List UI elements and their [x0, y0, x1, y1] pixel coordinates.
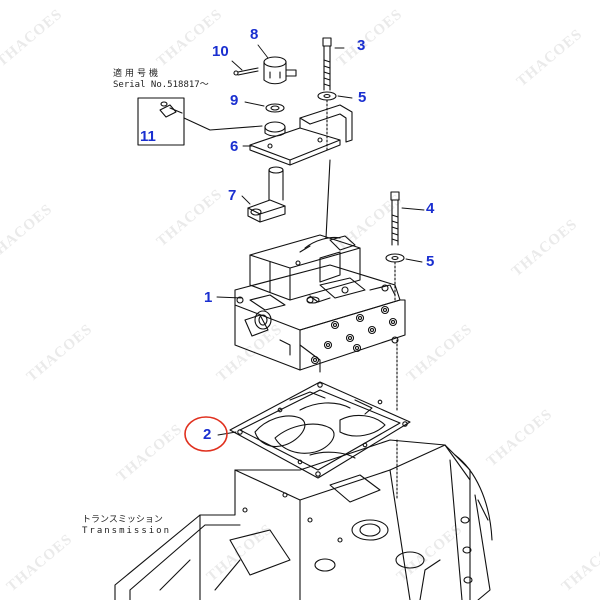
transmission-housing: [114, 439, 493, 600]
callout-6: 6: [230, 138, 239, 155]
callout-5-top: 5: [358, 89, 367, 106]
transmission-note-line1: トランスミッション: [82, 515, 163, 525]
callout-2: 2: [203, 426, 212, 443]
callout-3: 3: [357, 37, 366, 54]
callout-11: 11: [140, 128, 156, 145]
serial-note-line1: 適用号機: [113, 69, 162, 79]
solenoid-unit: [249, 234, 361, 304]
cotter-pin-part-10: [233, 67, 259, 76]
bolt-part-3: [322, 37, 332, 91]
transmission-note-line2: Transmission: [82, 525, 172, 536]
callout-10: 10: [212, 43, 229, 60]
callout-8: 8: [250, 26, 259, 43]
lead-wire: [325, 159, 331, 239]
bolt-part-4: [390, 191, 400, 246]
shaft-lever-part-7: [247, 166, 286, 223]
highlight-circle: [184, 416, 228, 452]
pin-part-8: [263, 56, 297, 85]
serial-note-line2: Serial No.518817～: [113, 79, 209, 90]
ring-under-bushing: [264, 121, 286, 137]
serial-inset-box: [137, 97, 263, 146]
bushing-part-9: [265, 103, 285, 113]
washer-part-5-right: [385, 253, 405, 263]
leader-lines: [216, 44, 425, 436]
bracket-plate-part-6: [249, 104, 353, 166]
callout-4: 4: [426, 200, 435, 217]
callout-9: 9: [230, 92, 239, 109]
washer-part-5-top: [317, 91, 337, 101]
transmission-note: トランスミッション Transmission: [82, 515, 171, 537]
gasket-part-2: [229, 381, 411, 479]
valve-body-part-1: [234, 264, 406, 373]
callout-1: 1: [204, 289, 213, 306]
serial-note: 適用号機 Serial No.518817～: [113, 69, 209, 91]
callout-5-right: 5: [426, 253, 435, 270]
callout-7: 7: [228, 187, 237, 204]
